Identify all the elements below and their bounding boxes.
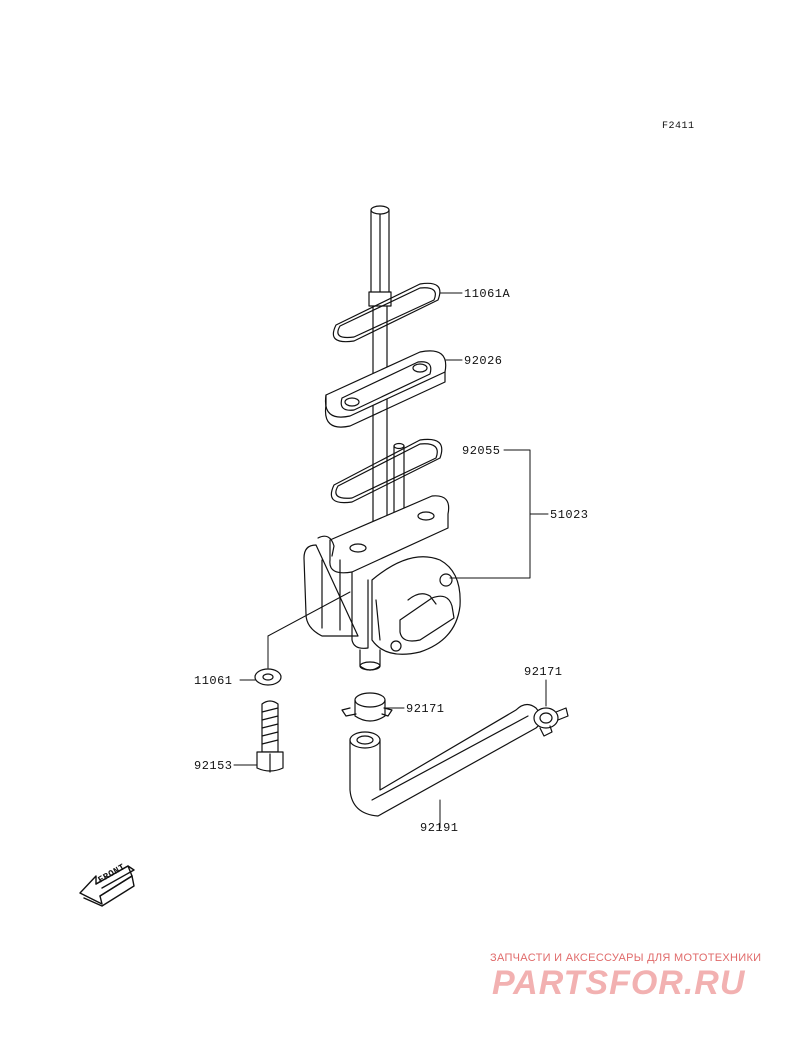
front-arrow-icon — [79, 865, 135, 907]
figure-code: F2411 — [662, 121, 695, 132]
clamp-92171-upper — [533, 707, 569, 737]
callout-92171-left: 92171 — [406, 702, 445, 716]
callout-92171-right: 92171 — [524, 665, 563, 679]
callout-92055: 92055 — [462, 444, 501, 458]
o-ring-92055 — [330, 438, 443, 504]
bolt-92153 — [256, 700, 284, 773]
callout-92026: 92026 — [464, 354, 503, 368]
petcock-body-51023 — [303, 495, 461, 671]
callout-92191: 92191 — [420, 821, 459, 835]
watermark-tagline: ЗАПЧАСТИ И АКСЕССУАРЫ ДЛЯ МОТОТЕХНИКИ — [490, 952, 762, 964]
callout-51023: 51023 — [550, 508, 589, 522]
callout-92153: 92153 — [194, 759, 233, 773]
gasket-92026 — [324, 350, 447, 428]
lever-shaft — [368, 205, 392, 541]
fuel-hose-92191 — [349, 703, 542, 817]
washer-11061 — [254, 668, 282, 686]
clamp-92171-lower — [341, 692, 393, 722]
o-ring-11061a — [332, 282, 441, 343]
callout-11061: 11061 — [194, 674, 233, 688]
leader-lines — [233, 292, 549, 829]
callout-11061a: 11061A — [464, 287, 511, 301]
watermark-brand: PARTSFOR.RU — [492, 964, 746, 1002]
